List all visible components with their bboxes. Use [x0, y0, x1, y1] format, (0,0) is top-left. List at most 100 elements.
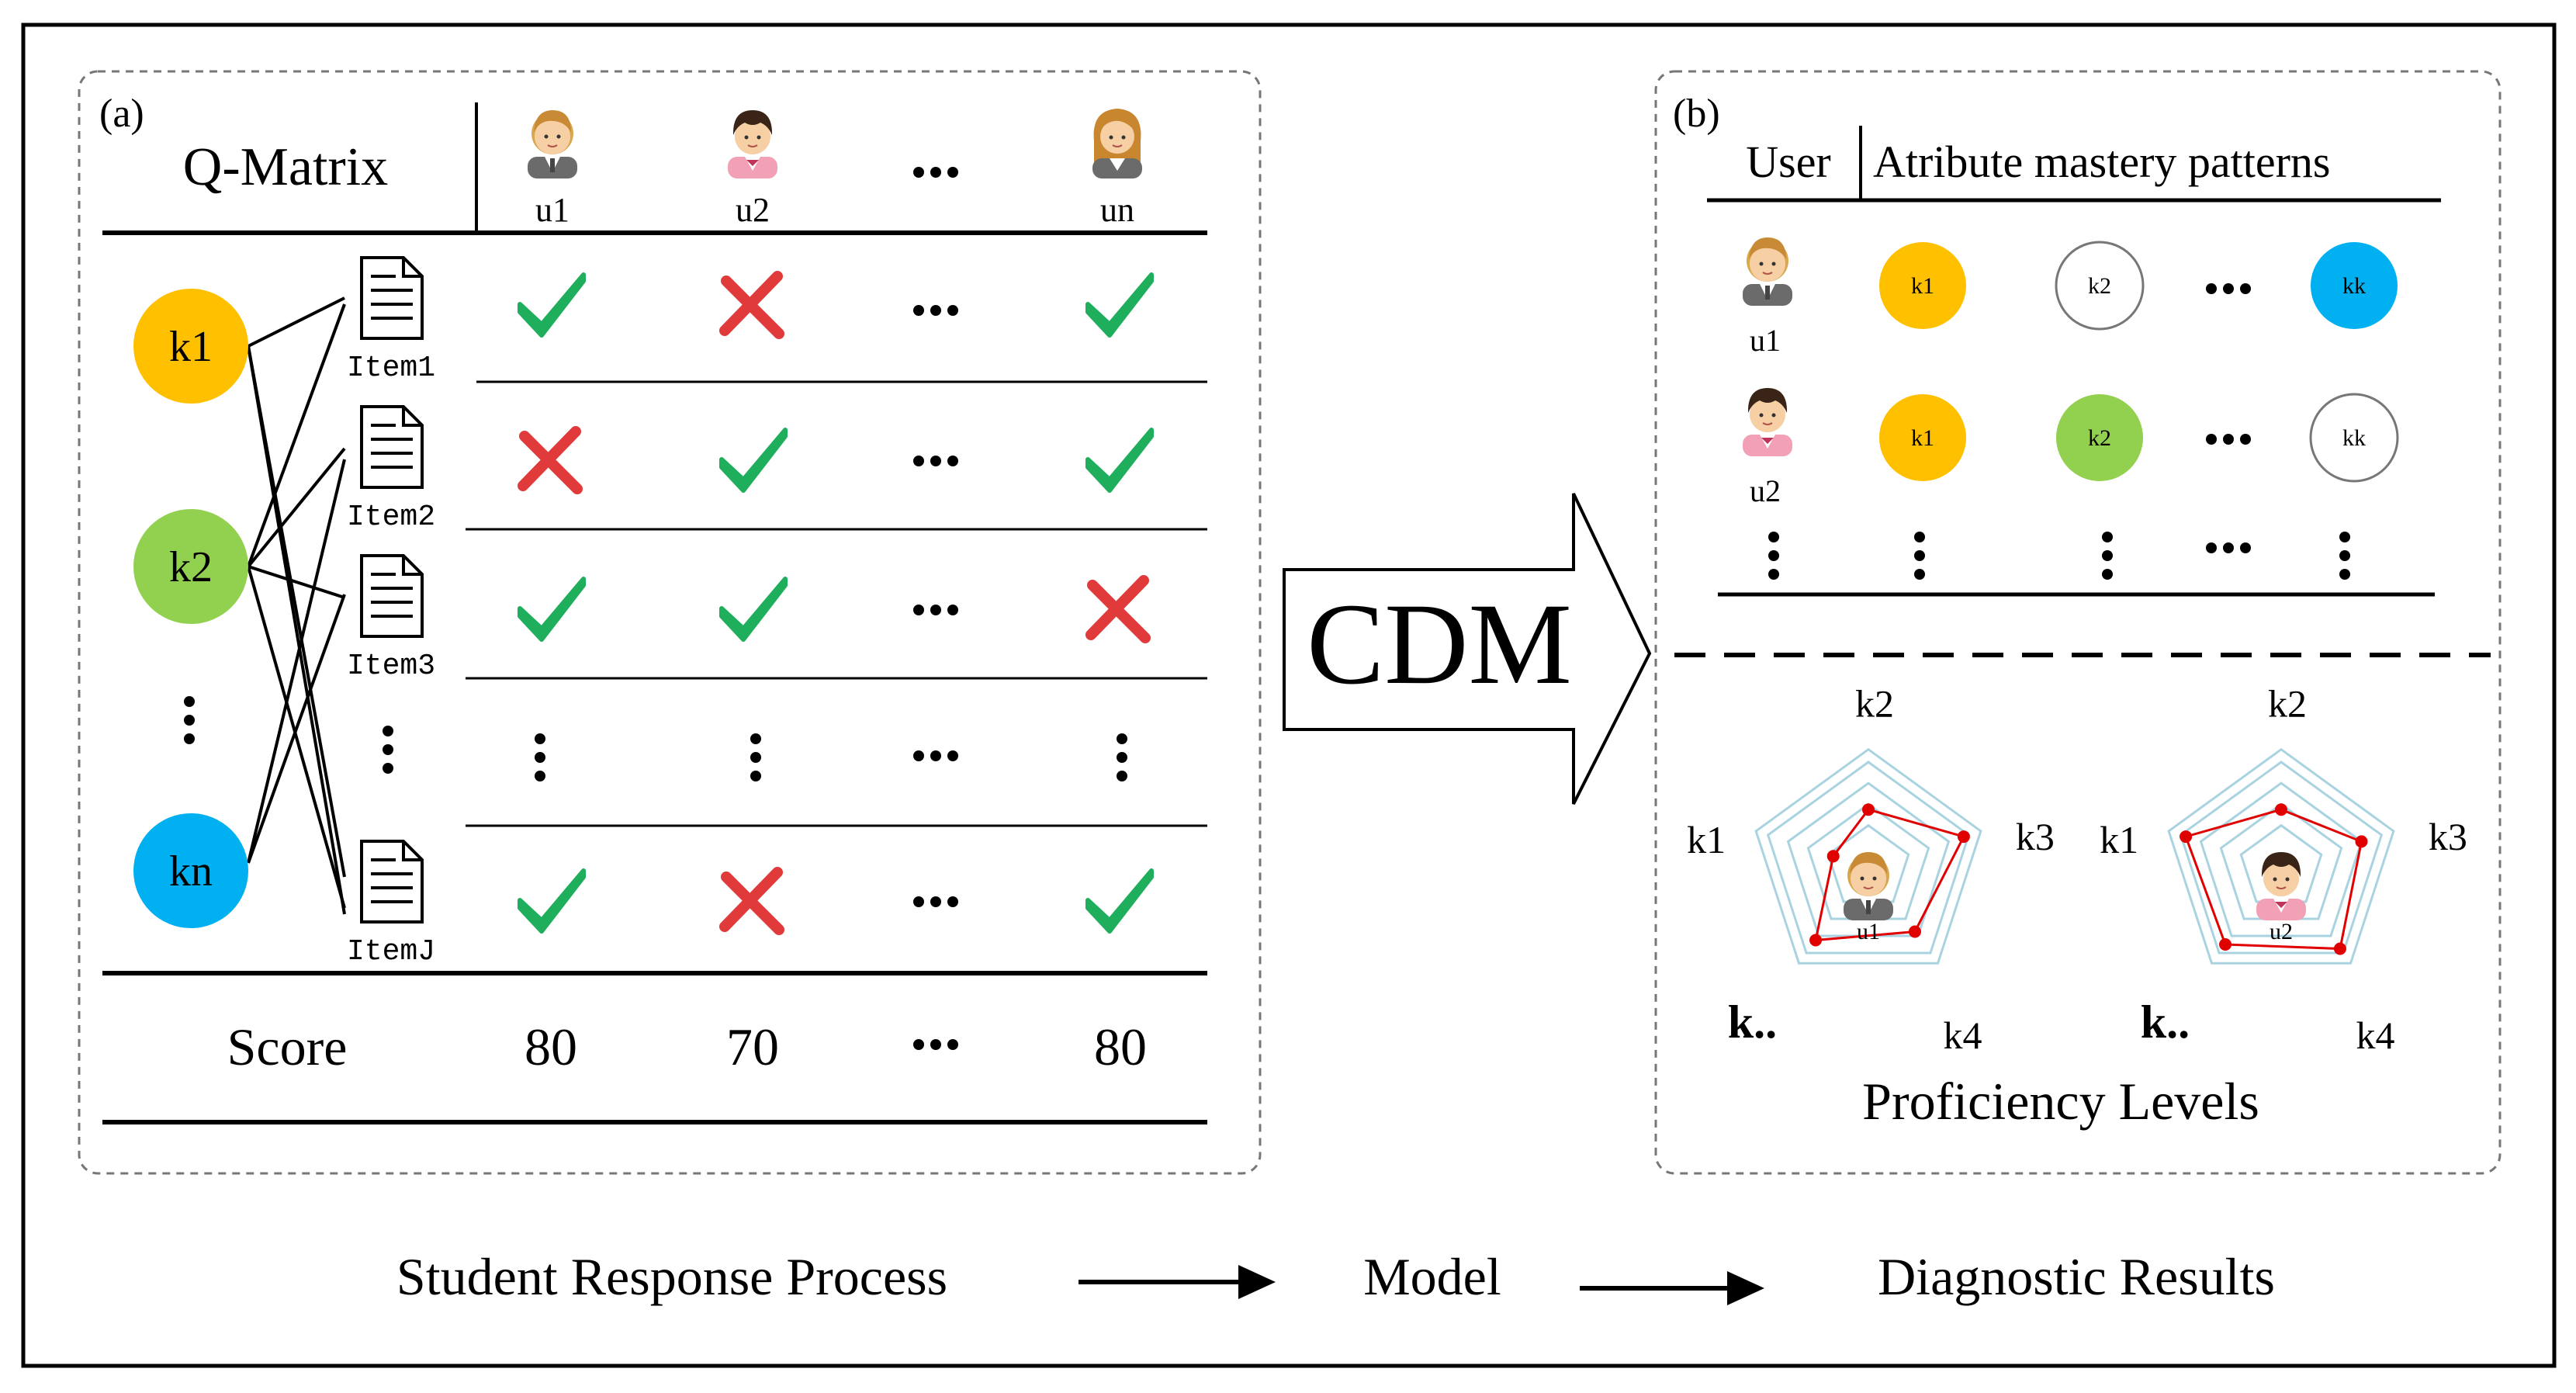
- user-avatar-u2: [727, 109, 778, 179]
- radar-point: [1862, 803, 1875, 816]
- radar-point: [1826, 850, 1840, 863]
- radar-axis-label: k1: [1687, 818, 1726, 861]
- check-icon: [722, 579, 785, 639]
- radar-point: [1957, 830, 1970, 844]
- radar-user-avatar: [1843, 851, 1894, 921]
- attribute-circle: [2309, 393, 2399, 483]
- user-avatar-un: [1092, 108, 1143, 179]
- score-label: Score: [227, 1017, 348, 1076]
- radar-grid-ring: [2199, 781, 2363, 937]
- panel-a-label: (a): [99, 92, 144, 136]
- attribute-circle: [2055, 241, 2145, 331]
- pattern-vdots-user: [1768, 532, 1779, 580]
- radar-point: [2355, 835, 2368, 848]
- cross-icon: [725, 872, 779, 930]
- panel-b: (b) User Atribute mastery patterns u1 u2…: [1654, 70, 2502, 1175]
- item-label-1: Item1: [347, 352, 435, 385]
- cross-icon: [523, 431, 577, 489]
- knowledge-vdots: [184, 696, 195, 744]
- item-doc-icon-2: [360, 405, 424, 489]
- column-header-user: User: [1746, 137, 1831, 187]
- proficiency-label: Proficiency Levels: [1862, 1072, 2259, 1131]
- radar-axis-label: k3: [2429, 815, 2467, 858]
- knowledge-label-k1: k1: [169, 323, 213, 371]
- radar-grid-ring: [1766, 761, 1971, 955]
- score-ellipsis: [913, 1039, 958, 1050]
- radar-axis-label: k..: [1728, 996, 1777, 1048]
- qmatrix-title: Q-Matrix: [183, 137, 388, 197]
- attribute-label: k1: [1911, 273, 1934, 299]
- check-icon: [520, 275, 583, 335]
- radar-series-line: [2184, 808, 2363, 951]
- radar-series-line: [1814, 808, 1966, 942]
- item-label-J: ItemJ: [347, 935, 435, 969]
- knowledge-node-k1: [133, 289, 248, 404]
- radar-axis-label: k4: [1944, 1014, 1982, 1057]
- radar-axis-label: k2: [1855, 682, 1894, 726]
- knowledge-node-k2: [133, 509, 248, 624]
- radar-point: [2275, 803, 2287, 816]
- header-ellipsis: [913, 167, 958, 178]
- check-icon: [520, 579, 583, 639]
- response-grid: [520, 275, 1151, 931]
- panel-b-frame: [1654, 70, 2502, 1175]
- cdm-label: CDM: [1307, 580, 1572, 709]
- response-ellipsis-5: [913, 896, 958, 907]
- radar-user-avatar: [2256, 851, 2307, 921]
- attribute-circle: [2311, 242, 2398, 329]
- items-vdots: [383, 726, 393, 774]
- flow-arrow-2-head: [1727, 1271, 1764, 1305]
- pattern-vdots-k1: [1914, 532, 1925, 580]
- panel-a: (a) Q-Matrix u1 u2 un k1 k2 kn Ite: [78, 70, 1262, 1175]
- item-label-3: Item3: [347, 650, 435, 683]
- item-doc-icon-1: [360, 256, 424, 340]
- radar-axis-label: k3: [2016, 815, 2055, 858]
- knowledge-label-kn: kn: [169, 847, 213, 896]
- attribute-circle: [1879, 394, 1966, 481]
- column-header-patterns: Atribute mastery patterns: [1873, 137, 2331, 187]
- pattern-user-u2: u2: [1750, 473, 1781, 508]
- q-matrix-edges: [247, 296, 346, 915]
- flow-arrow-1-head: [1238, 1265, 1276, 1299]
- user-label-un: un: [1100, 191, 1134, 229]
- item-label-2: Item2: [347, 501, 435, 534]
- response-ellipsis-2: [913, 456, 958, 466]
- check-icon: [1088, 430, 1151, 490]
- response-vdots-u1: [535, 733, 545, 781]
- radar-grid-ring: [2179, 761, 2384, 955]
- attribute-label: kk: [2342, 273, 2366, 299]
- cross-icon: [725, 276, 779, 334]
- attribute-circle: [1879, 242, 1966, 329]
- radar-outer-ring: [2167, 747, 2395, 965]
- outer-frame: [21, 23, 2557, 1368]
- attribute-label: k2: [2088, 273, 2111, 299]
- response-ellipsis-1: [913, 305, 958, 316]
- pattern-ellipsis-3: [2206, 542, 2251, 553]
- radar-axis-label: k2: [2268, 682, 2307, 726]
- radar-outer-ring: [1754, 747, 1982, 965]
- cross-icon: [1091, 580, 1145, 638]
- flow-step-2: Model: [1363, 1247, 1501, 1306]
- radar-point: [2219, 938, 2232, 951]
- attribute-label: kk: [2342, 425, 2366, 451]
- pattern-user-u1: u1: [1750, 323, 1781, 358]
- radar-point: [2333, 942, 2346, 955]
- radar-point: [1809, 934, 1823, 947]
- pattern-avatar-u2: [1742, 387, 1793, 457]
- user-avatar-u1: [527, 109, 578, 179]
- pattern-vdots-kk: [2339, 532, 2350, 580]
- score-un: 80: [1094, 1017, 1147, 1076]
- response-ellipsis-4: [913, 750, 958, 761]
- score-u1: 80: [525, 1017, 577, 1076]
- response-ellipsis-3: [913, 605, 958, 615]
- panel-b-label: (b): [1673, 92, 1720, 136]
- pattern-ellipsis-1: [2206, 283, 2251, 294]
- attribute-label: k1: [1911, 425, 1934, 451]
- response-vdots-u2: [750, 733, 761, 781]
- attribute-circle: [2056, 394, 2143, 481]
